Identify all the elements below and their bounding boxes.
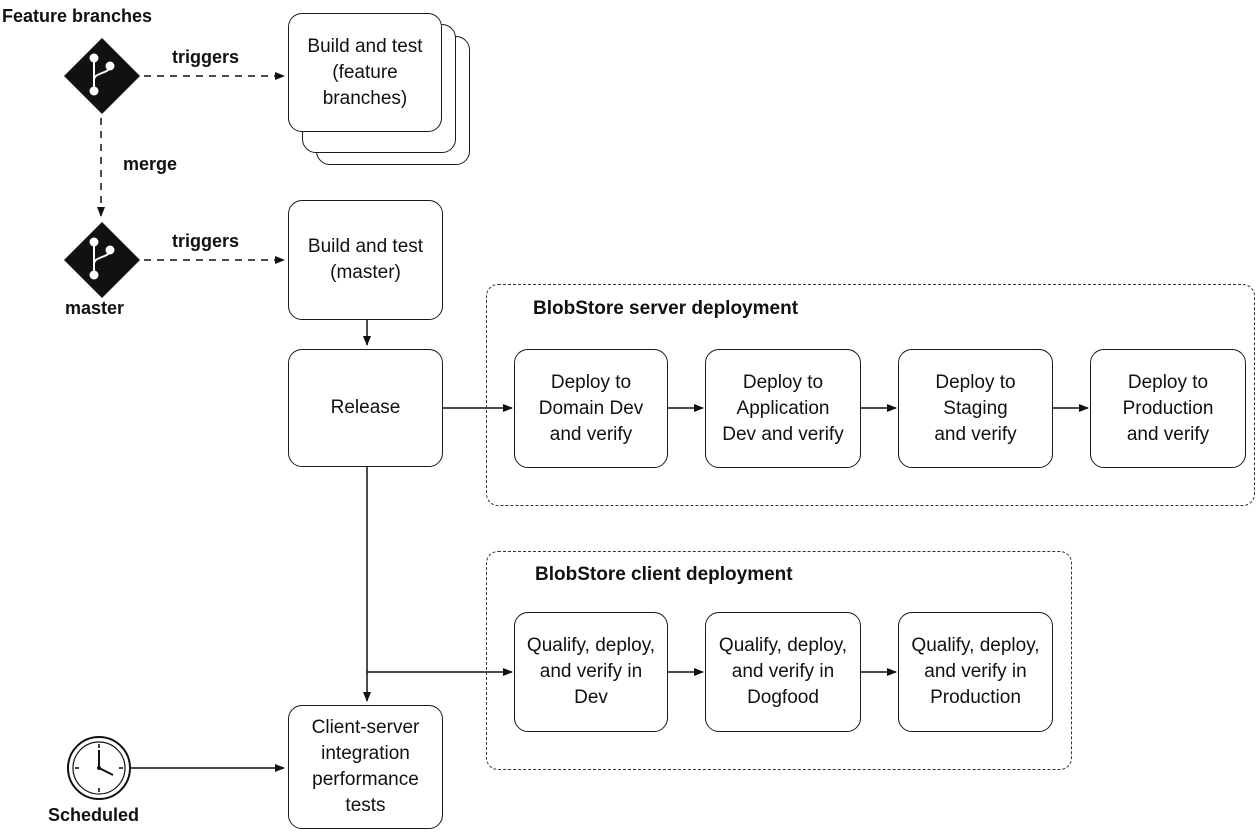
build-feature-box[interactable]: Build and test (feature branches): [288, 13, 442, 132]
perf-tests-box[interactable]: Client-server integration performance te…: [288, 705, 443, 829]
server-stage-staging[interactable]: Deploy to Staging and verify: [898, 349, 1053, 468]
triggers-label: triggers: [172, 47, 240, 67]
client-deployment-title: BlobStore client deployment: [535, 564, 793, 585]
git-branch-icon: [64, 38, 140, 114]
client-stage-production[interactable]: Qualify, deploy, and verify in Productio…: [898, 612, 1053, 732]
client-stage-dev[interactable]: Qualify, deploy, and verify in Dev: [514, 612, 668, 732]
client-deployment-group: [486, 551, 1072, 770]
release-box[interactable]: Release: [288, 349, 443, 467]
server-stage-application-dev[interactable]: Deploy to Application Dev and verify: [705, 349, 861, 468]
server-stage-domain-dev[interactable]: Deploy to Domain Dev and verify: [514, 349, 668, 468]
scheduled-label: Scheduled: [48, 805, 140, 825]
server-stage-production[interactable]: Deploy to Production and verify: [1090, 349, 1246, 468]
master-label: master: [65, 298, 125, 318]
server-deployment-title: BlobStore server deployment: [533, 298, 799, 319]
feature-branches-label: Feature branches: [2, 6, 153, 26]
merge-label: merge: [123, 154, 178, 174]
clock-icon: [67, 736, 131, 800]
triggers-label: triggers: [172, 231, 240, 251]
build-master-box[interactable]: Build and test (master): [288, 200, 443, 320]
server-deployment-group: [486, 284, 1255, 506]
git-branch-icon: [64, 222, 140, 298]
client-stage-dogfood[interactable]: Qualify, deploy, and verify in Dogfood: [705, 612, 861, 732]
